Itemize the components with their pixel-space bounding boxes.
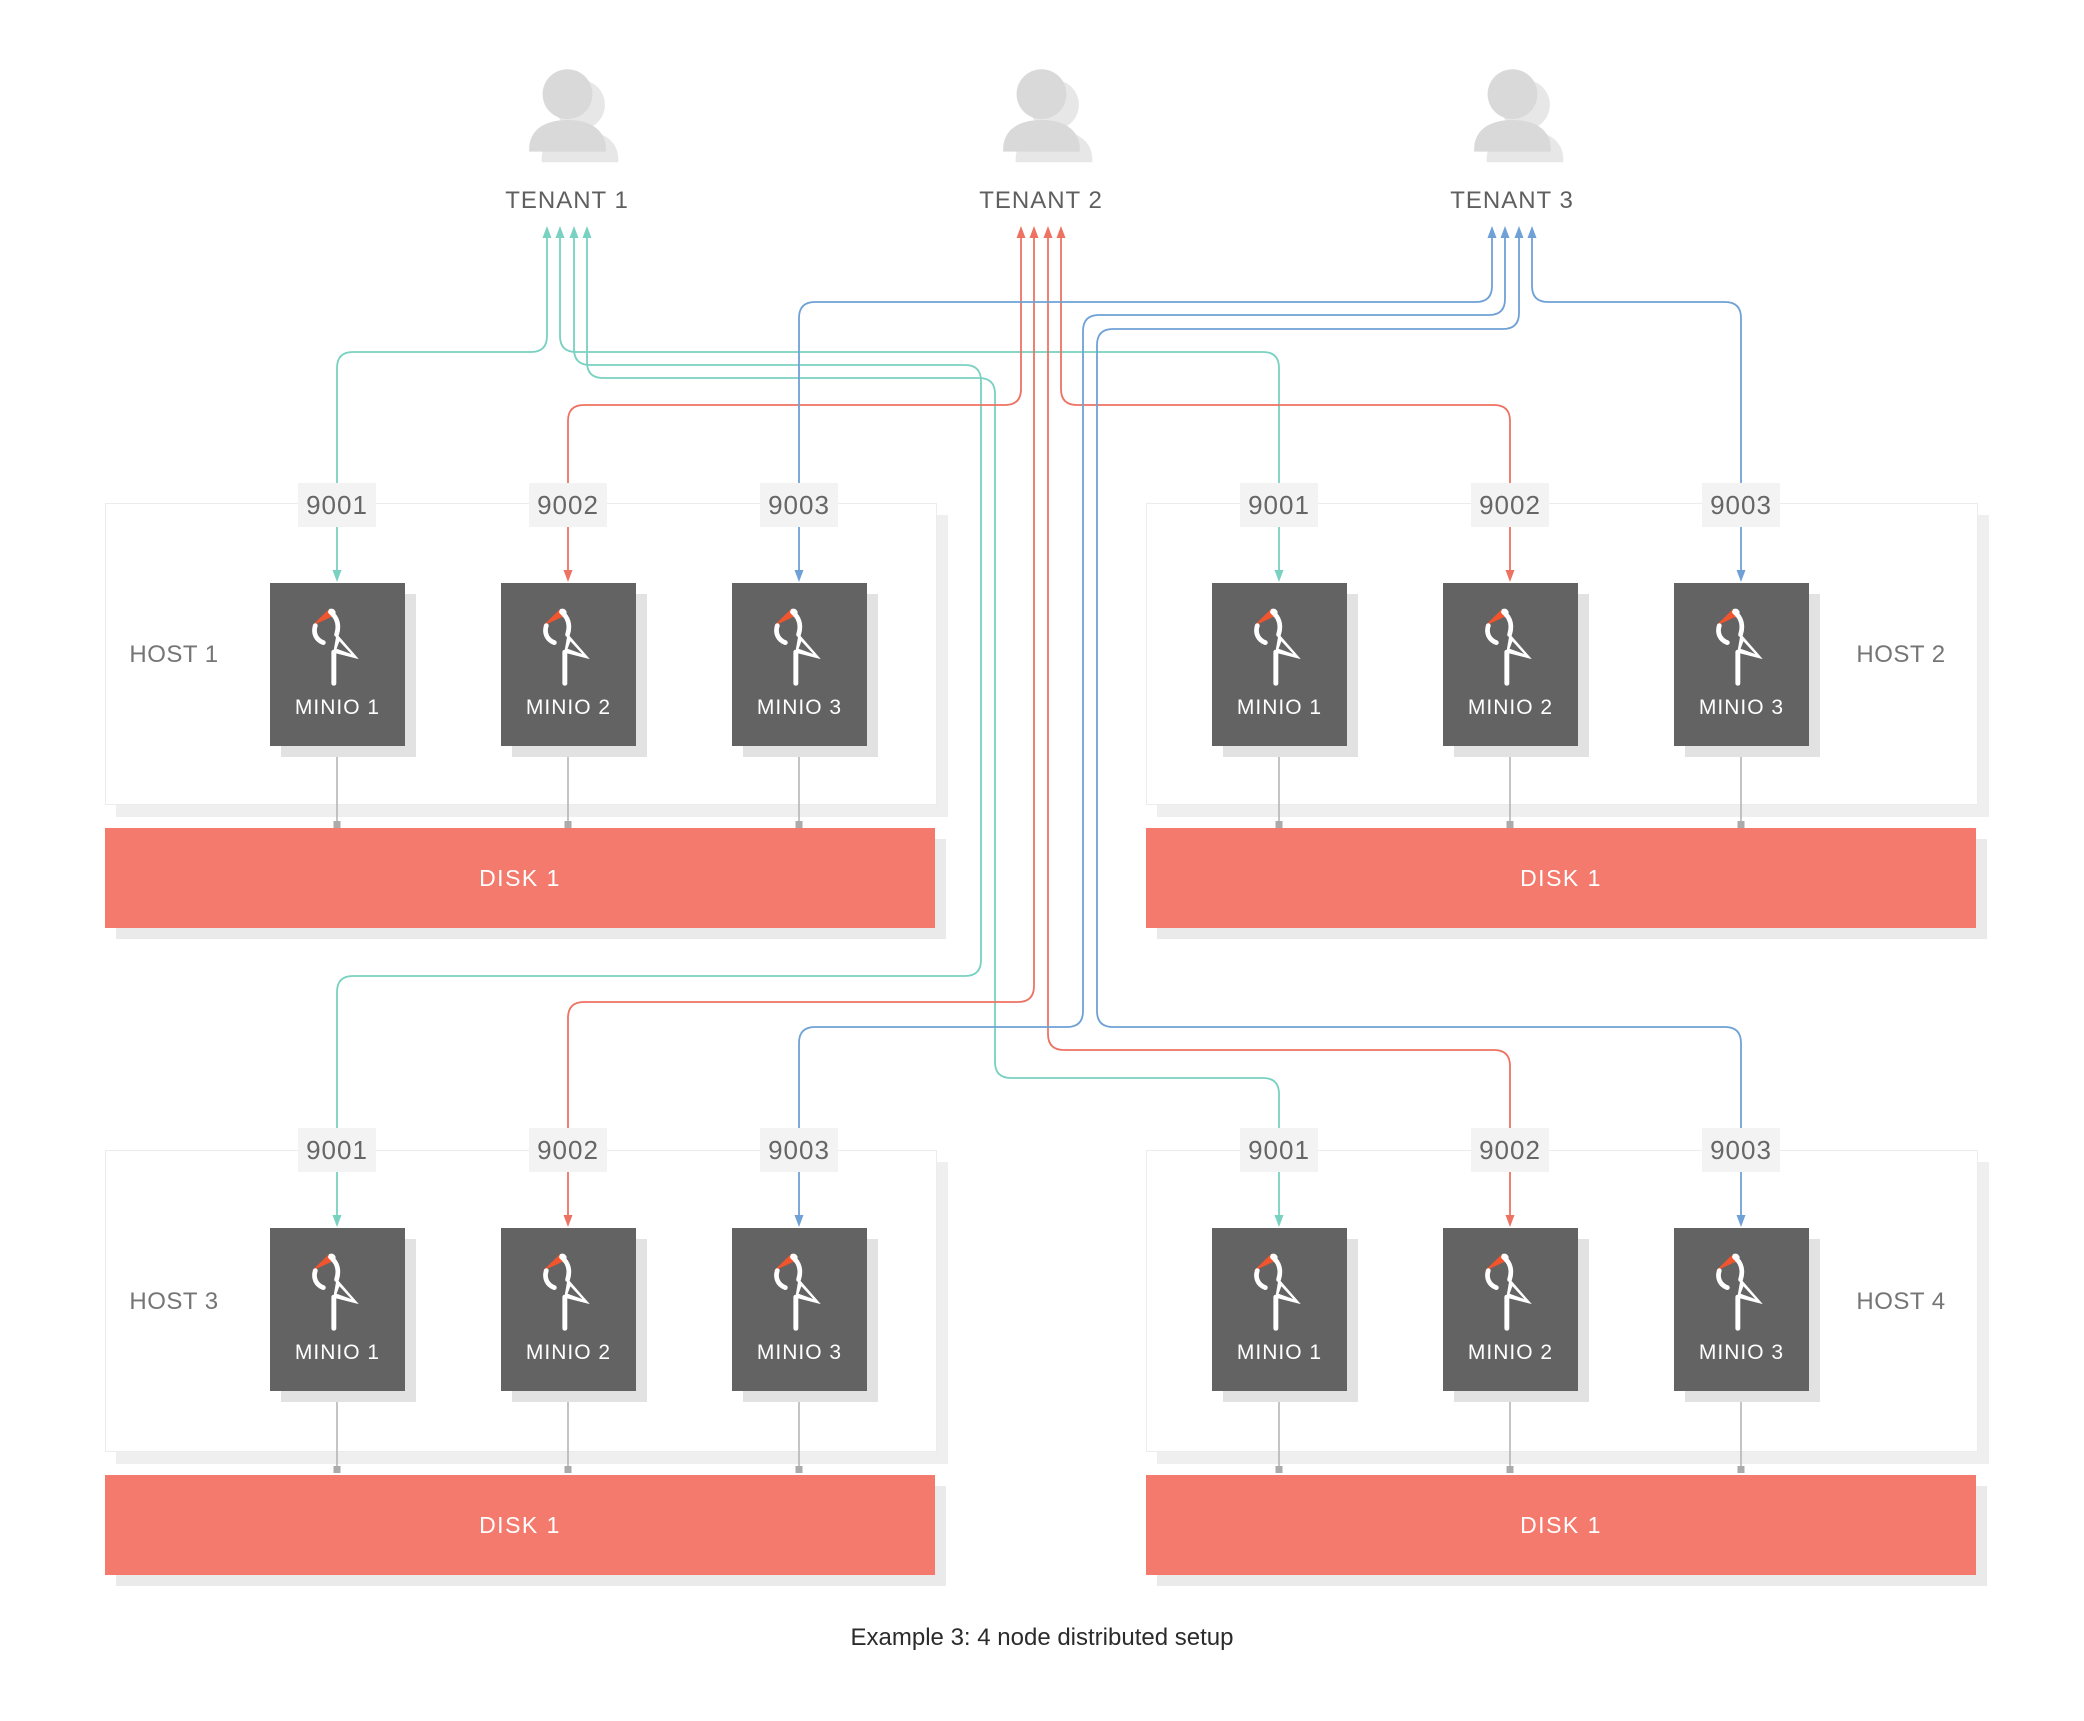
minio-stork-icon [1694,1238,1790,1342]
port-chip: 9003 [760,483,838,527]
arrowhead-up [1514,226,1524,238]
minio-label: MINIO 2 [1467,1341,1554,1364]
person-icon [1455,52,1570,167]
minio-node: MINIO 1 [1212,1228,1347,1391]
connector-endpoint [564,1466,572,1473]
connector-endpoint [1275,1466,1283,1473]
disk-bar: DISK 1 [105,1475,935,1575]
connector-endpoint [1737,821,1745,828]
disk-label: DISK 1 [1520,1511,1602,1538]
person-icon [984,52,1099,167]
minio-stork-icon [521,593,617,697]
host-label: HOST 4 [1856,1288,1946,1315]
minio-stork-icon [290,593,386,697]
port-chip: 9002 [529,1128,607,1172]
arrowhead-up [1487,226,1497,238]
minio-node: MINIO 1 [270,1228,405,1391]
host-label: HOST 2 [1856,641,1946,668]
port-chip: 9003 [1702,1128,1780,1172]
minio-stork-icon [1463,1238,1559,1342]
disk-label: DISK 1 [479,1511,561,1538]
port-chip: 9001 [1240,1128,1318,1172]
connector-endpoint [333,1466,341,1473]
diagram-caption: Example 3: 4 node distributed setup [850,1624,1234,1651]
minio-stork-icon [1232,593,1328,697]
connector-endpoint [333,821,341,828]
host-label: HOST 1 [129,641,219,668]
minio-stork-icon [1232,1238,1328,1342]
minio-node: MINIO 1 [270,583,405,746]
port-chip: 9001 [298,1128,376,1172]
minio-label: MINIO 2 [525,696,612,719]
tenant-label: TENANT 1 [505,187,629,214]
connector-endpoint [795,821,803,828]
arrowhead-up [1016,226,1026,238]
connector-endpoint [1506,821,1514,828]
port-chip: 9002 [529,483,607,527]
connector-endpoint [564,821,572,828]
tenant-label: TENANT 3 [1450,187,1574,214]
port-chip: 9002 [1471,483,1549,527]
connector-endpoint [1506,1466,1514,1473]
disk-label: DISK 1 [1520,864,1602,891]
port-chip: 9001 [298,483,376,527]
minio-node: MINIO 3 [1674,1228,1809,1391]
port-chip: 9003 [760,1128,838,1172]
minio-label: MINIO 3 [756,696,843,719]
port-chip: 9002 [1471,1128,1549,1172]
disk-bar: DISK 1 [1146,828,1976,928]
tenant-label: TENANT 2 [979,187,1103,214]
tenant-1: TENANT 1 [487,52,647,215]
minio-node: MINIO 2 [501,1228,636,1391]
minio-node: MINIO 1 [1212,583,1347,746]
port-chip: 9003 [1702,483,1780,527]
minio-stork-icon [290,1238,386,1342]
arrowhead-up [582,226,592,238]
arrowhead-up [1527,226,1537,238]
minio-node: MINIO 3 [732,583,867,746]
minio-node: MINIO 2 [1443,583,1578,746]
minio-label: MINIO 3 [1698,696,1785,719]
minio-node: MINIO 2 [501,583,636,746]
minio-node: MINIO 3 [1674,583,1809,746]
minio-stork-icon [1463,593,1559,697]
tenant-3: TENANT 3 [1432,52,1592,215]
minio-label: MINIO 1 [294,696,381,719]
connector-endpoint [1737,1466,1745,1473]
arrowhead-up [542,226,552,238]
arrowhead-up [1043,226,1053,238]
minio-label: MINIO 2 [1467,696,1554,719]
minio-label: MINIO 1 [294,1341,381,1364]
minio-node: MINIO 3 [732,1228,867,1391]
arrowhead-up [555,226,565,238]
minio-label: MINIO 1 [1236,696,1323,719]
minio-stork-icon [752,593,848,697]
minio-label: MINIO 3 [1698,1341,1785,1364]
disk-bar: DISK 1 [105,828,935,928]
minio-stork-icon [752,1238,848,1342]
minio-stork-icon [1694,593,1790,697]
connector-endpoint [795,1466,803,1473]
minio-label: MINIO 2 [525,1341,612,1364]
disk-bar: DISK 1 [1146,1475,1976,1575]
tenant-2: TENANT 2 [961,52,1121,215]
minio-label: MINIO 3 [756,1341,843,1364]
arrowhead-up [1500,226,1510,238]
arrowhead-up [569,226,579,238]
connector-endpoint [1275,821,1283,828]
arrowhead-up [1029,226,1039,238]
port-chip: 9001 [1240,483,1318,527]
arrowhead-up [1056,226,1066,238]
person-icon [510,52,625,167]
host-label: HOST 3 [129,1288,219,1315]
disk-label: DISK 1 [479,864,561,891]
minio-node: MINIO 2 [1443,1228,1578,1391]
minio-label: MINIO 1 [1236,1341,1323,1364]
minio-stork-icon [521,1238,617,1342]
